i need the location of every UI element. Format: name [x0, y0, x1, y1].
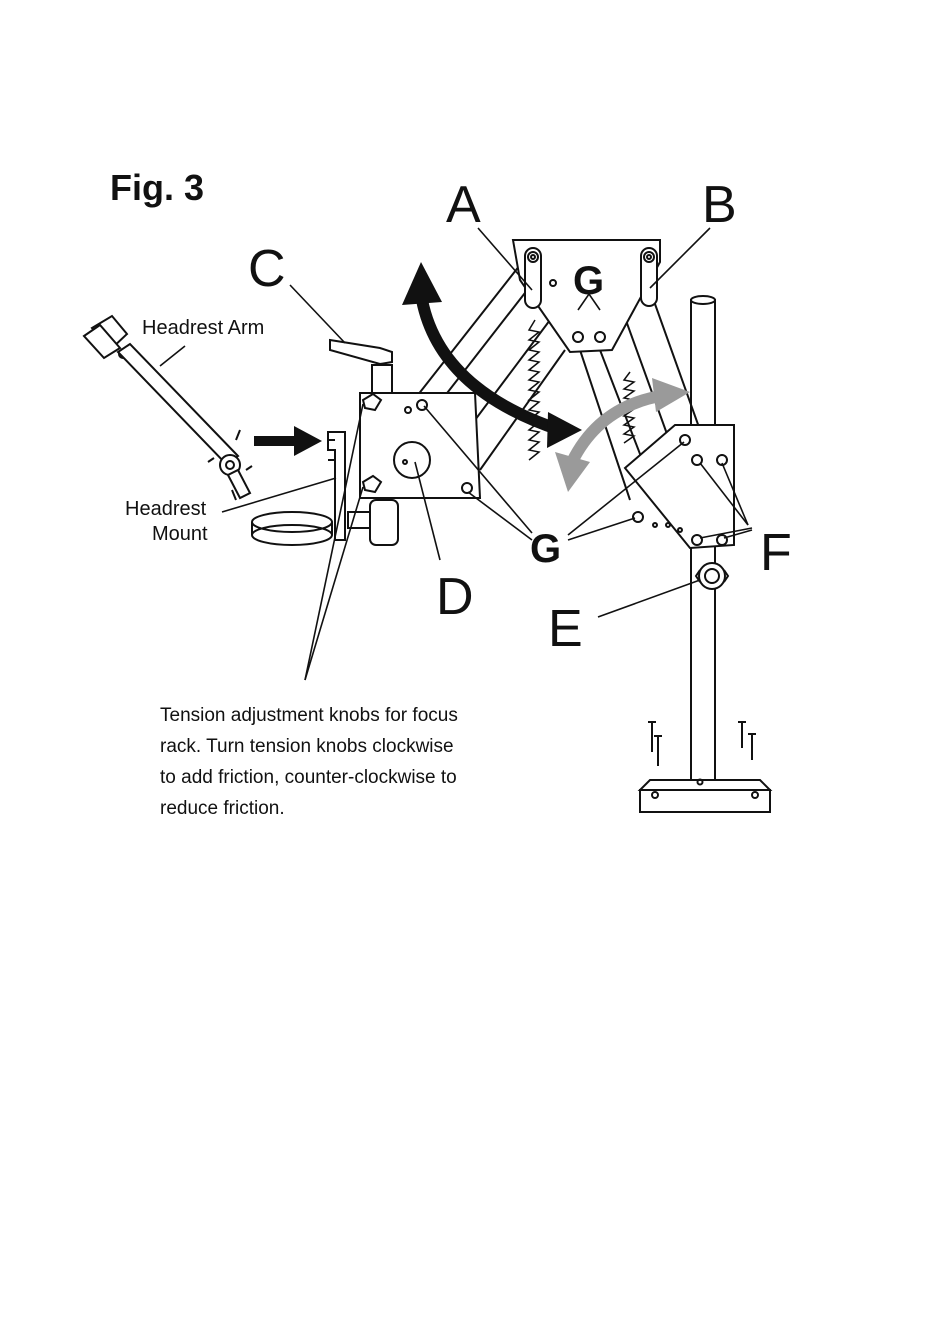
insert-arrow-icon: [254, 426, 322, 456]
label-c: C: [248, 240, 286, 298]
caption-line-4: reduce friction.: [160, 793, 480, 824]
caption-line-1: Tension adjustment knobs for focus: [160, 700, 480, 731]
label-e: E: [548, 600, 583, 658]
label-d: D: [436, 568, 474, 626]
caption-line-2: rack. Turn tension knobs clockwise: [160, 731, 480, 762]
label-headrest-mount-line1: Headrest: [125, 498, 207, 520]
label-headrest-arm: Headrest Arm: [142, 317, 264, 339]
figure-title: Fig. 3: [110, 167, 204, 208]
label-f: F: [760, 524, 792, 582]
stand: [640, 296, 770, 812]
label-a: A: [446, 176, 481, 234]
label-g-bottom: G: [530, 527, 561, 571]
label-headrest-mount-line2: Mount: [152, 523, 208, 545]
label-b: B: [702, 176, 737, 234]
tension-knob-caption: Tension adjustment knobs for focus rack.…: [160, 700, 480, 824]
headrest-arm: [84, 316, 252, 500]
caption-line-3: to add friction, counter-clockwise to: [160, 762, 480, 793]
label-g-top: G: [573, 259, 604, 303]
